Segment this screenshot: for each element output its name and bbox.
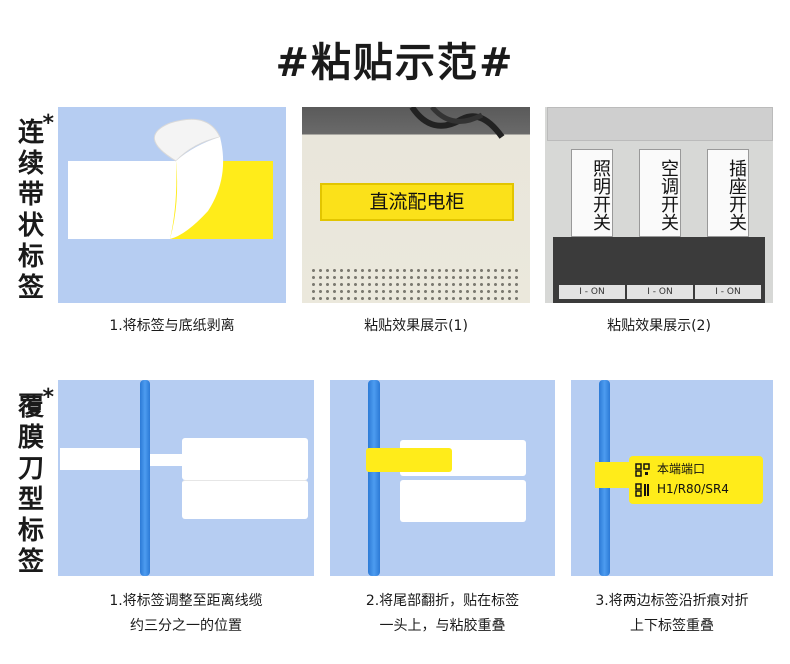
label-head-bottom [400, 480, 526, 522]
step3-panel: 本端端口 H1/R80/SR4 [571, 380, 773, 576]
cable [368, 380, 380, 576]
label-head-bottom [182, 480, 308, 519]
caption: 1.将标签调整至距离线缆 约三分之一的位置 [58, 589, 314, 639]
finished-tag: 本端端口 H1/R80/SR4 [629, 456, 763, 504]
vent-holes [310, 267, 522, 303]
caption-line: 一头上，与粘胶重叠 [379, 618, 506, 634]
caption-line: 约三分之一的位置 [130, 618, 242, 634]
caption-line: 2.将尾部翻折，贴在标签 [365, 593, 520, 609]
section-label-film-knife: * 覆膜刀型标签 [14, 385, 54, 578]
switch-unit: 插座开关 I - ON [695, 149, 761, 299]
switch-label: 空调开关 [639, 149, 681, 237]
caption-line: 1.将标签调整至距离线缆 [109, 593, 263, 609]
folded-tail [366, 448, 452, 472]
peel-illustration [68, 118, 273, 239]
section-label-continuous: * 连续带状标签 [14, 111, 54, 304]
qr-code-icon [635, 482, 651, 497]
asterisk-mark: * [42, 385, 54, 410]
caption-line: 3.将两边标签沿折痕对折 [595, 593, 749, 609]
section-label-text: 覆膜刀型标签 [17, 392, 44, 577]
switch-label: 插座开关 [707, 149, 749, 237]
label-tail [60, 448, 140, 470]
cable-bundle [409, 107, 505, 139]
switch-state: I - ON [695, 285, 761, 299]
switch-unit: 空调开关 I - ON [627, 149, 693, 299]
switch-label: 照明开关 [571, 149, 613, 237]
switch-state: I - ON [559, 285, 625, 299]
label-neck [150, 454, 182, 466]
caption-line: 上下标签重叠 [630, 618, 714, 634]
caption: 2.将尾部翻折，贴在标签 一头上，与粘胶重叠 [330, 589, 555, 639]
caption: 粘贴效果展示(2) [607, 318, 711, 334]
switch-photo: 照明开关 I - ON 空调开关 I - ON 插座开关 I - ON [545, 107, 773, 303]
page-title: #粘贴示范# [275, 40, 515, 86]
caption: 3.将两边标签沿折痕对折 上下标签重叠 [571, 589, 773, 639]
asterisk-mark: * [42, 111, 54, 136]
breaker-top-row [547, 107, 773, 141]
step2-panel [330, 380, 555, 576]
cable [140, 380, 150, 576]
step1-panel [58, 380, 314, 576]
qr-code-icon [635, 462, 651, 477]
switch-state: I - ON [627, 285, 693, 299]
label-head-top [182, 438, 308, 480]
section-label-text: 连续带状标签 [17, 118, 44, 303]
peel-demo-panel [58, 107, 286, 303]
peeled-label-back [170, 137, 224, 239]
caption: 1.将标签与底纸剥离 [109, 318, 235, 334]
tag-line2: H1/R80/SR4 [657, 482, 729, 496]
switch-unit: 照明开关 I - ON [559, 149, 625, 299]
tag-line1: 本端端口 [657, 462, 706, 476]
cabinet-label: 直流配电柜 [320, 183, 514, 221]
caption: 粘贴效果展示(1) [364, 318, 468, 334]
peeled-corner [153, 118, 221, 162]
cabinet-photo: 直流配电柜 [302, 107, 530, 303]
